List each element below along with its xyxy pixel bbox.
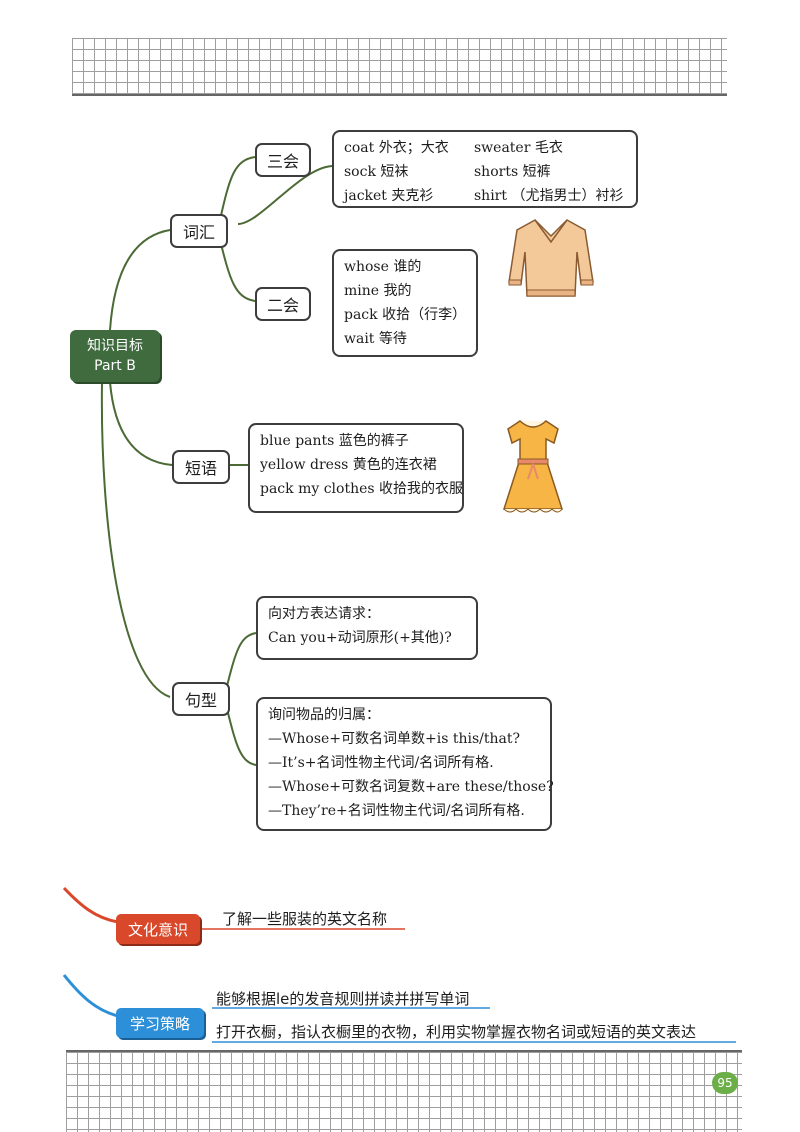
vocab-node: 词汇 xyxy=(170,214,228,248)
sentence-label: 句型 xyxy=(184,691,217,710)
request-title: 向对方表达请求： xyxy=(268,606,380,622)
ownership-line-1: —Whose+可数名词单数+is this/that? xyxy=(268,731,521,747)
word-shorts: shorts 短裤 xyxy=(474,164,551,180)
culture-tag: 文化意识 xyxy=(116,914,200,944)
word-wait: wait 等待 xyxy=(344,331,407,347)
er-hui-label: 二会 xyxy=(266,296,299,315)
sentence-node: 句型 xyxy=(172,682,230,716)
ownership-line-2: —It’s+名词性物主代词/名词所有格. xyxy=(268,755,494,771)
bottom-grid-decoration xyxy=(66,1050,742,1132)
root-subtitle: Part B xyxy=(94,358,136,374)
strategy-tag: 学习策略 xyxy=(116,1008,204,1038)
phrase-yellow-dress: yellow dress 黄色的连衣裙 xyxy=(260,457,437,473)
san-hui-node: 三会 xyxy=(255,143,311,177)
culture-text: 了解一些服装的英文名称 xyxy=(222,910,388,928)
er-hui-word-box: whose 谁的 mine 我的 pack 收拾（行李） wait 等待 xyxy=(332,249,478,357)
strategy-line-1: 能够根据le的发音规则拼读并拼写单词 xyxy=(216,990,470,1008)
phrase-label: 短语 xyxy=(184,459,217,478)
word-sweater: sweater 毛衣 xyxy=(474,140,563,156)
phrase-node: 短语 xyxy=(172,450,230,484)
word-whose: whose 谁的 xyxy=(344,259,422,275)
ownership-line-4: —They’re+名词性物主代词/名词所有格. xyxy=(268,803,525,819)
word-sock: sock 短袜 xyxy=(344,164,409,180)
request-pattern: Can you+动词原形(+其他)? xyxy=(268,630,452,646)
er-hui-node: 二会 xyxy=(255,287,311,321)
word-pack: pack 收拾（行李） xyxy=(344,307,467,323)
page-number: 95 xyxy=(712,1072,738,1094)
phrase-pack-clothes: pack my clothes 收拾我的衣服 xyxy=(260,481,464,497)
root-node: 知识目标 Part B xyxy=(70,330,160,382)
ownership-title: 询问物品的归属： xyxy=(268,707,380,723)
dress-illustration xyxy=(502,420,564,513)
word-grid: coat 外衣；大衣 sweater 毛衣 sock 短袜 shorts 短裤 … xyxy=(344,136,626,208)
root-title: 知识目标 xyxy=(87,338,143,354)
san-hui-label: 三会 xyxy=(266,152,299,171)
vocab-label: 词汇 xyxy=(182,223,215,242)
word-jacket: jacket 夹克衫 xyxy=(344,188,434,204)
top-grid-decoration xyxy=(72,38,727,96)
culture-label: 文化意识 xyxy=(127,920,188,939)
strategy-label: 学习策略 xyxy=(129,1014,190,1033)
phrase-box: blue pants 蓝色的裤子 yellow dress 黄色的连衣裙 pac… xyxy=(248,423,464,513)
word-shirt: shirt （尤指男士）衬衫 xyxy=(474,188,624,204)
word-mine: mine 我的 xyxy=(344,283,412,299)
phrase-blue-pants: blue pants 蓝色的裤子 xyxy=(260,433,409,449)
strategy-line-2: 打开衣橱，指认衣橱里的衣物，利用实物掌握衣物名词或短语的英文表达 xyxy=(216,1023,697,1041)
san-hui-word-box: coat 外衣；大衣 sweater 毛衣 sock 短袜 shorts 短裤 … xyxy=(332,130,638,208)
ownership-box: 询问物品的归属： —Whose+可数名词单数+is this/that? —It… xyxy=(256,697,554,831)
word-coat: coat 外衣；大衣 xyxy=(344,140,449,156)
ownership-line-3: —Whose+可数名词复数+are these/those? xyxy=(268,779,554,795)
request-box: 向对方表达请求： Can you+动词原形(+其他)? xyxy=(256,596,478,660)
sweater-illustration xyxy=(508,219,594,297)
